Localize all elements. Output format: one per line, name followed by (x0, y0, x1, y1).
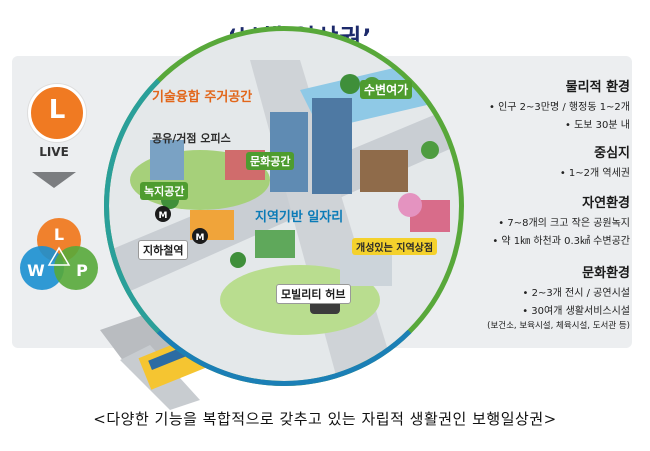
section-item: • 약 1㎞ 하천과 0.3㎢ 수변공간 (492, 236, 630, 247)
label-subway: 지하철역 (138, 240, 189, 260)
section-heading: 물리적 환경 (565, 80, 630, 95)
label-culture-space: 문화공간 (246, 152, 295, 170)
label-mobility-hub: 모빌리티 허브 (276, 284, 351, 304)
live-circle-icon: L (28, 84, 86, 142)
label-green-space: 녹지공간 (140, 182, 189, 200)
label-local-jobs: 지역기반 일자리 (255, 210, 344, 225)
section-item: • 30여개 생활서비스시설 (522, 306, 630, 317)
section-heading: 문화환경 (582, 266, 630, 281)
wlp-letter-l: L (54, 225, 64, 244)
section-physical: 물리적 환경 • 인구 2~3만명 / 행정동 1~2개 • 도보 30분 내 (480, 76, 630, 131)
section-heading: 중심지 (594, 146, 630, 161)
section-heading: 자연환경 (582, 196, 630, 211)
section-item: • 2~3개 전시 / 공연시설 (522, 288, 631, 299)
label-shared-office: 공유/거점 오피스 (152, 132, 231, 145)
section-culture: 문화환경 • 2~3개 전시 / 공연시설 • 30여개 생활서비스시설 (보건… (480, 262, 630, 331)
section-item: • 7~8개의 크고 작은 공원녹지 (498, 218, 630, 229)
figure-caption: <다양한 기능을 복합적으로 갖추고 있는 자립적 생활권인 보행일상권> (93, 410, 557, 428)
section-item: • 도보 30분 내 (565, 120, 630, 131)
label-distinct-shops: 개성있는 지역상점 (352, 238, 438, 255)
section-item: • 인구 2~3만명 / 행정동 1~2개 (489, 102, 630, 113)
wlp-letter-p: P (76, 261, 88, 280)
wlp-circles-icon: L W P (20, 218, 98, 290)
label-waterfront: 수변여가 (360, 80, 413, 99)
label-tech-housing: 기술융합 주거공간 (152, 90, 253, 105)
section-item: • 1~2개 역세권 (559, 168, 630, 179)
section-nature: 자연환경 • 7~8개의 크고 작은 공원녹지 • 약 1㎞ 하천과 0.3㎢ … (480, 192, 630, 247)
down-arrow-icon (32, 172, 76, 188)
wlp-letter-w: W (27, 261, 45, 280)
live-label: LIVE (39, 145, 69, 159)
section-center: 중심지 • 1~2개 역세권 (480, 142, 630, 179)
walking-zone-circle-accent (104, 26, 464, 386)
section-subnote: (보건소, 보육시설, 체육시설, 도서관 등) (487, 321, 630, 331)
